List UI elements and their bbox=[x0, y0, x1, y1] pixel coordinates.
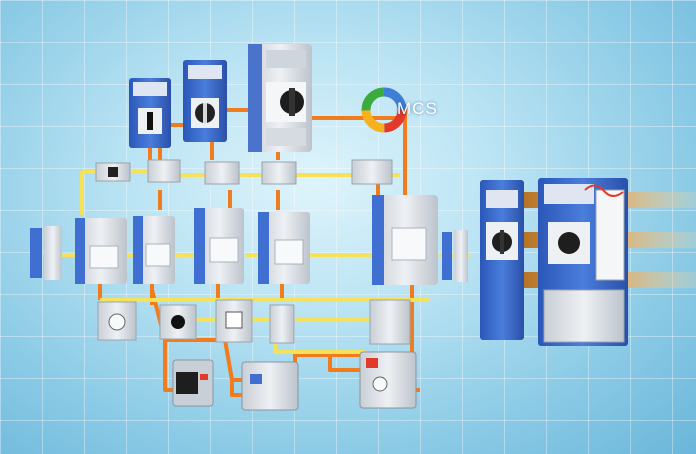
side-aux-left bbox=[30, 226, 62, 280]
breaker-medium bbox=[183, 60, 227, 142]
multicolor-ring-icon bbox=[361, 87, 407, 133]
contactor-1 bbox=[75, 218, 127, 284]
aux-block-row bbox=[95, 159, 393, 185]
breaker-large bbox=[248, 44, 312, 152]
contactor-4 bbox=[258, 212, 310, 284]
assembled-starter-right bbox=[538, 178, 628, 346]
assembled-starter-left bbox=[480, 180, 524, 340]
overload-relay-1 bbox=[172, 359, 214, 407]
logo-text: MCS bbox=[397, 99, 438, 118]
accessory-row bbox=[97, 299, 411, 345]
contactor-3 bbox=[194, 208, 244, 284]
contactor-2 bbox=[133, 216, 175, 284]
breaker-small bbox=[129, 78, 171, 148]
side-aux-right bbox=[442, 230, 468, 282]
overload-relay-2 bbox=[241, 361, 299, 411]
overload-relay-3 bbox=[359, 351, 417, 409]
contactor-large bbox=[372, 195, 438, 285]
